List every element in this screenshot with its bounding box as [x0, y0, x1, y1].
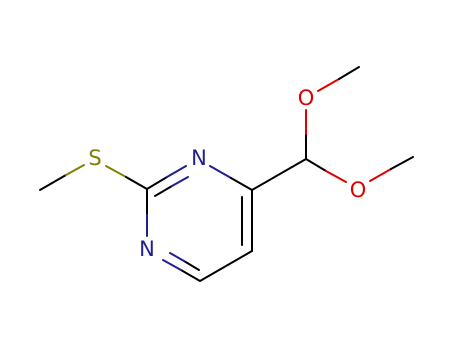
- bond-methyl-sulfur: [39, 174, 67, 191]
- bond-o2-methyl-o-half: [369, 168, 392, 182]
- bond-c6-n1-c-half: [180, 269, 201, 282]
- bond-sulfur-c2-s-half: [105, 165, 127, 178]
- atom-label-nitrogen-n3: N: [191, 146, 207, 170]
- bond-n3-c4-c-half: [230, 177, 253, 191]
- bond-acetal-o2-c-half: [305, 158, 327, 172]
- bond-c5-c6: [199, 250, 253, 282]
- atom-label-sulfur: S: [88, 146, 101, 170]
- bond-o1-methyl-c-half: [338, 66, 360, 80]
- bond-o2-methyl-c-half: [390, 156, 414, 170]
- bond-acetal-o2-o-half: [325, 170, 347, 183]
- bond-n3-c4-n-half: [209, 165, 232, 179]
- atom-label-nitrogen-n1: N: [139, 237, 155, 261]
- atom-label-oxygen-lower: O: [350, 178, 367, 202]
- bond-o1-methyl-o-half: [317, 78, 340, 92]
- bond-c6-n1-inner-n-half: [169, 252, 185, 262]
- bond-c2-n3-n-half: [166, 165, 187, 178]
- bond-c6-n1-n-half: [162, 259, 182, 271]
- bond-c2-n3-inner-n-half: [171, 176, 189, 187]
- bond-c2-n3: [146, 176, 168, 190]
- bond-c4-acetal: [251, 158, 307, 191]
- bond-methyl-sulfur-s-half: [65, 164, 85, 176]
- bond-sulfur-c2-c-half: [125, 176, 148, 190]
- bond-c2-n3-inner: [154, 185, 173, 197]
- atom-label-oxygen-upper: O: [298, 86, 315, 110]
- bond-c6-n1-inner-c-half: [183, 260, 200, 271]
